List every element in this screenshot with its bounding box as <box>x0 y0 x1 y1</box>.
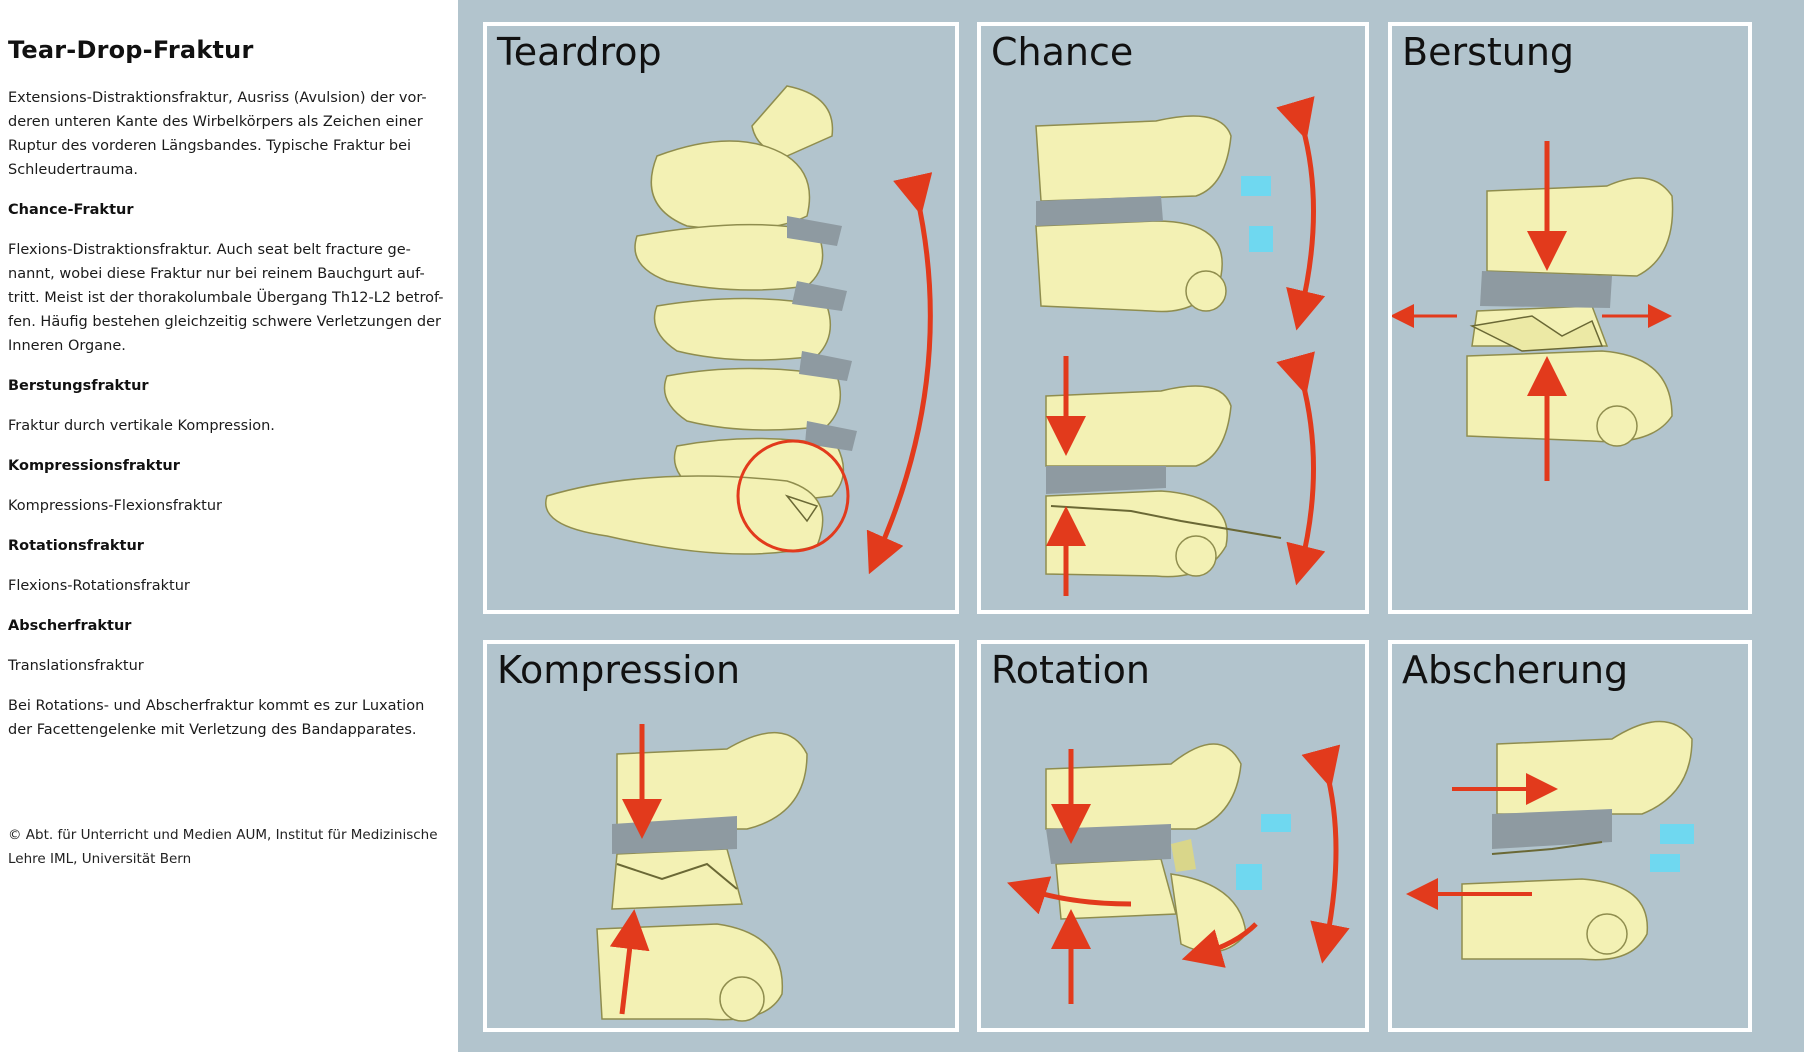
distraction-arrow <box>866 172 933 575</box>
rotation-arrow-left <box>1007 876 1132 915</box>
ligament-lower <box>1249 226 1273 252</box>
panel-title-teardrop: Teardrop <box>497 30 662 74</box>
luxation-note: Bei Rotations- und Abscherfraktur kommt … <box>8 698 425 738</box>
text-berstung: Fraktur durch vertikale Kompression. <box>8 418 275 434</box>
copyright: © Abt. für Unterricht und Medien AUM, In… <box>8 827 438 867</box>
sidebar: Tear-Drop-Fraktur Extensions-Distraktion… <box>0 0 458 1052</box>
ligament-upper <box>1241 176 1271 196</box>
shear-disc <box>1492 809 1612 849</box>
chance-upper-vertebrae <box>1035 115 1232 313</box>
text-abscher: Translationsfraktur <box>8 658 144 674</box>
burst-disc <box>1480 271 1612 308</box>
panel-rotation: Rotation <box>977 640 1369 1032</box>
panel-title-kompression: Kompression <box>497 648 741 692</box>
chance-disc-lower <box>1046 466 1166 494</box>
kompression-illustration <box>596 724 808 1022</box>
panel-title-abscherung: Abscherung <box>1402 648 1629 692</box>
rotation-arrow-right <box>1181 922 1258 968</box>
text-chance: Flexions-Distraktionsfraktur. Auch seat … <box>8 242 444 354</box>
heading-kompression: Kompressionsfraktur <box>8 458 180 474</box>
chance-disc-upper <box>1036 196 1163 226</box>
teardrop-illustration <box>545 85 933 575</box>
heading-rotation: Rotationsfraktur <box>8 538 144 554</box>
rotation-facet <box>1171 839 1196 872</box>
intervertebral-discs <box>787 216 857 451</box>
rotation-ligament-lower <box>1236 864 1262 890</box>
burst-vertebrae <box>1466 177 1674 447</box>
chance-lower-vertebrae <box>1045 385 1232 578</box>
abscherung-illustration <box>1406 720 1694 961</box>
panel-abscherung: Abscherung <box>1388 640 1752 1032</box>
illustration-board: Teardrop <box>458 0 1804 1052</box>
panel-teardrop: Teardrop <box>483 22 959 614</box>
intro-text: Extensions-Distraktionsfraktur, Ausriss … <box>8 90 427 178</box>
shear-fracture <box>1491 841 1603 855</box>
chance-arrow-upper <box>1276 96 1326 331</box>
cervical-spine <box>545 85 845 555</box>
chance-arrow-lower <box>1276 351 1326 586</box>
heading-abscher: Abscherfraktur <box>8 618 132 634</box>
panel-kompression: Kompression <box>483 640 959 1032</box>
shear-ligament-upper <box>1660 824 1694 844</box>
chance-illustration <box>1035 96 1326 596</box>
berstung-illustration <box>1392 141 1674 481</box>
text-kompression: Kompressions-Flexionsfraktur <box>8 498 222 514</box>
compression-arrow-bottom <box>609 909 650 1015</box>
rotation-ligament-upper <box>1261 814 1291 832</box>
page-title: Tear-Drop-Fraktur <box>8 36 254 64</box>
text-rotation: Flexions-Rotationsfraktur <box>8 578 190 594</box>
rotation-disc <box>1046 824 1171 864</box>
panel-title-rotation: Rotation <box>991 648 1150 692</box>
fracture-circle <box>736 439 850 553</box>
heading-berstung: Berstungsfraktur <box>8 378 149 394</box>
shear-ligament-lower <box>1650 854 1680 872</box>
rotation-illustration <box>1007 743 1350 1004</box>
fracture-line <box>1050 505 1282 539</box>
compression-fracture <box>616 862 738 890</box>
panel-title-chance: Chance <box>991 30 1134 74</box>
heading-chance: Chance-Fraktur <box>8 202 134 218</box>
teardrop-fragment <box>784 494 819 523</box>
rotation-arrow-vertical <box>1301 744 1350 964</box>
panel-chance: Chance <box>977 22 1369 614</box>
panel-title-berstung: Berstung <box>1402 30 1575 74</box>
burst-fragments <box>1469 315 1604 352</box>
panel-berstung: Berstung <box>1388 22 1752 614</box>
